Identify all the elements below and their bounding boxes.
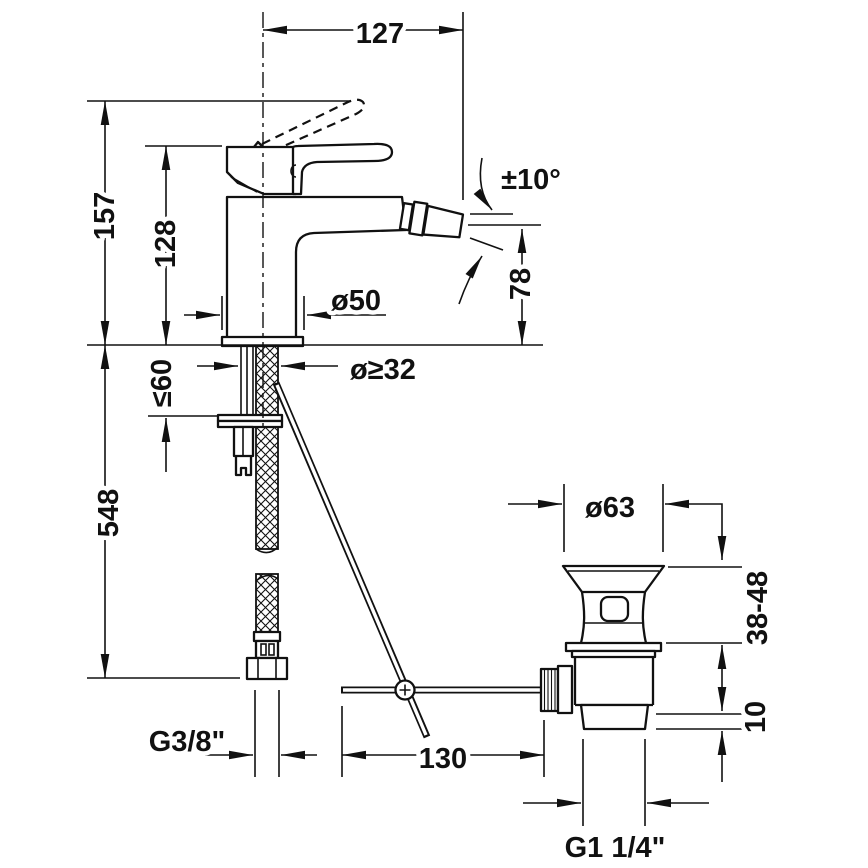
rod-clamp-collar — [556, 664, 574, 715]
drain-upper-body-sides — [579, 591, 648, 644]
hose-break-cut-top — [255, 546, 279, 554]
drain-lower-body — [573, 657, 655, 707]
flange-diameter-ext-lines — [563, 484, 664, 552]
handle-pivot-bump — [253, 140, 264, 148]
drain-overflow-hole — [599, 595, 630, 623]
hose-fitting-slot-left — [260, 643, 267, 656]
drain-collar-shoulder — [570, 649, 657, 659]
supply-hose-lower — [255, 573, 279, 633]
swivel-lower-line — [469, 237, 504, 251]
drain-bottom-washer — [579, 703, 650, 731]
dim-label-base-diameter: ø50 — [331, 285, 381, 317]
body-diameter-ext-lines — [221, 296, 305, 330]
rod-junction-cross — [399, 684, 411, 696]
dim-label-hose-length: 548 — [93, 489, 125, 537]
drain-collar — [564, 641, 663, 653]
handle-raised-dashed-outline — [261, 98, 366, 148]
below-deck-group — [216, 345, 543, 739]
drain-flange — [561, 564, 666, 594]
hose-fitting-slot-right — [268, 643, 275, 656]
aerator-tip — [422, 204, 465, 239]
clamp-range-ext-lines — [666, 566, 742, 644]
handle-pivot-notch — [290, 164, 297, 178]
faucet-body-group — [220, 98, 465, 348]
dim-label-supply-thread: G3/8" — [149, 726, 226, 758]
dim-label-handle-height: 128 — [150, 220, 182, 268]
dim-arrow-63-right — [665, 499, 727, 560]
handle-base — [225, 145, 298, 196]
dim-label-waste-clamp-range: 38-48 — [742, 571, 774, 645]
rod-clamp-knurl-lines — [543, 669, 556, 711]
aerator-group — [398, 200, 465, 239]
hose-connector-nut — [245, 656, 289, 681]
dim-label-spout-height: 78 — [505, 268, 537, 300]
reference-lines — [87, 12, 742, 826]
washer-ext-lines — [656, 713, 742, 730]
hose-break-cut-bottom — [255, 574, 279, 582]
swivel-curved-arrow-upper — [473, 157, 493, 211]
hose-ext-lines — [254, 690, 280, 777]
dimension-lines — [100, 25, 727, 808]
hose-fitting-collar — [252, 630, 282, 643]
hose-nut-facets — [257, 658, 277, 679]
base-plate — [220, 335, 305, 348]
mounting-studs — [240, 346, 254, 414]
dim-label-overall-height: 157 — [89, 192, 121, 240]
clamp-plate-lower — [216, 419, 284, 429]
dim-label-spout-reach: 127 — [356, 18, 404, 50]
mounting-nut-lower — [234, 456, 253, 477]
popup-rod-diagonal-core — [275, 384, 428, 736]
dim-label-hole-diameter: ø≥32 — [350, 354, 416, 386]
waste-thread-ext-lines — [582, 739, 646, 826]
dim-label-waste-flange-diameter: ø63 — [585, 492, 635, 524]
rod-length-ext-lines — [341, 706, 545, 777]
handle-lever — [291, 142, 394, 196]
dim-label-waste-thread: G1 1/4" — [565, 832, 666, 864]
supply-hose-upper — [255, 345, 279, 550]
handle-base-slant-line — [230, 176, 258, 193]
dim-label-rod-length: 130 — [419, 743, 467, 775]
dim-label-washer-height: 10 — [740, 701, 772, 733]
aerator-ring-2 — [408, 200, 429, 237]
drain-assembly-group — [539, 564, 666, 731]
dim-label-swivel-angle: ±10° — [501, 164, 561, 196]
dimension-labels: 127 157 128 ±10° 78 ø50 ø≥32 ≤60 548 G3/… — [85, 14, 779, 868]
dim-label-mount-thickness: ≤60 — [146, 359, 178, 407]
swivel-curved-arrow-lower — [458, 255, 483, 305]
